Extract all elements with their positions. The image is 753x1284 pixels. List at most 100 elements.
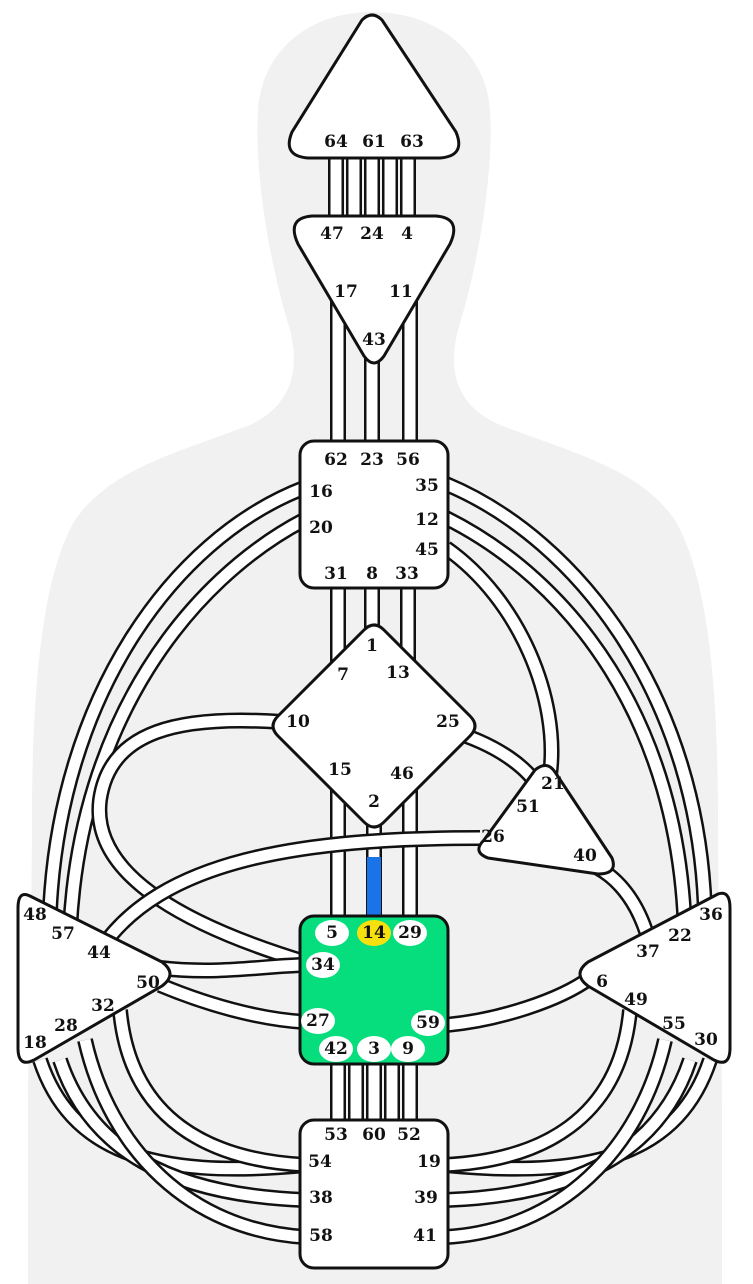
channel-35-36: [442, 476, 713, 916]
spleen-center: [16, 893, 172, 1064]
gate-label-39[interactable]: 39: [414, 1188, 438, 1208]
throat-center: [298, 439, 450, 590]
gate-label-18[interactable]: 18: [23, 1033, 47, 1053]
sacral-gate-bubble-27[interactable]: [301, 1008, 335, 1034]
gate-label-29[interactable]: 29: [398, 923, 422, 943]
gate-label-37[interactable]: 37: [636, 942, 660, 962]
gate-label-24[interactable]: 24: [360, 224, 384, 244]
gate-label-64[interactable]: 64: [324, 132, 348, 152]
gate-label-41[interactable]: 41: [413, 1226, 437, 1246]
gate-label-48[interactable]: 48: [23, 905, 47, 925]
gate-label-35[interactable]: 35: [415, 476, 439, 496]
gate-label-55[interactable]: 55: [662, 1014, 686, 1034]
sacral-center: [298, 914, 450, 1066]
sacral-gate-bubbles: [301, 920, 445, 1062]
gate-label-8[interactable]: 8: [366, 564, 378, 584]
sacral-gate-bubble-29[interactable]: [393, 920, 427, 946]
sacral-gate-bubble-14[interactable]: [357, 920, 391, 946]
solar-plexus-center: [578, 891, 732, 1064]
gate-label-52[interactable]: 52: [397, 1125, 421, 1145]
gate-label-61[interactable]: 61: [362, 132, 386, 152]
gate-label-63[interactable]: 63: [400, 132, 424, 152]
channel-59-6: [445, 971, 595, 1033]
channel-34-spleen: [159, 957, 306, 979]
gate-label-60[interactable]: 60: [362, 1125, 386, 1145]
gate-label-21[interactable]: 21: [541, 774, 565, 794]
gate-label-16[interactable]: 16: [309, 482, 333, 502]
channel-49-19: [445, 1038, 673, 1245]
gate-label-50[interactable]: 50: [136, 973, 160, 993]
ajna-center: [292, 214, 456, 365]
gate-label-26[interactable]: 26: [481, 827, 505, 847]
sacral-gate-bubble-34[interactable]: [306, 952, 340, 978]
gate-label-30[interactable]: 30: [694, 1030, 718, 1050]
gate-label-22[interactable]: 22: [668, 926, 692, 946]
gate-label-57[interactable]: 57: [51, 924, 75, 944]
channel-spleen-root-b: [112, 1009, 306, 1173]
channel-45-21: [441, 541, 560, 777]
gate-label-3[interactable]: 3: [368, 1039, 380, 1059]
gate-label-4[interactable]: 4: [401, 224, 413, 244]
gate-label-31[interactable]: 31: [324, 564, 348, 584]
sacral-gate-bubble-9[interactable]: [391, 1036, 425, 1062]
gate-label-36[interactable]: 36: [699, 905, 723, 925]
gate-label-10[interactable]: 10: [286, 712, 310, 732]
gate-label-28[interactable]: 28: [54, 1016, 78, 1036]
channel-12-22: [442, 510, 693, 936]
g-center: [271, 623, 477, 829]
gate-label-56[interactable]: 56: [396, 450, 420, 470]
gate-label-58[interactable]: 58: [309, 1226, 333, 1246]
gate-label-15[interactable]: 15: [328, 760, 352, 780]
gate-label-7[interactable]: 7: [337, 665, 349, 685]
gate-label-5[interactable]: 5: [326, 923, 338, 943]
root-center: [298, 1118, 450, 1270]
gate-label-45[interactable]: 45: [415, 540, 439, 560]
channel-16-48: [42, 480, 307, 911]
gate-label-11[interactable]: 11: [389, 282, 413, 302]
channel-50-27: [156, 977, 306, 1030]
gate-label-44[interactable]: 44: [87, 943, 111, 963]
gate-label-13[interactable]: 13: [386, 663, 410, 683]
sacral-gate-bubble-42[interactable]: [319, 1036, 353, 1062]
gate-label-38[interactable]: 38: [309, 1188, 333, 1208]
gate-label-19[interactable]: 19: [417, 1152, 441, 1172]
gate-label-43[interactable]: 43: [362, 330, 386, 350]
channel-20-57: [62, 512, 308, 931]
gate-label-23[interactable]: 23: [360, 450, 384, 470]
gate-label-62[interactable]: 62: [324, 450, 348, 470]
gate-label-12[interactable]: 12: [415, 510, 439, 530]
channel-32-54: [77, 1038, 306, 1245]
gate-label-49[interactable]: 49: [624, 990, 648, 1010]
gate-label-1[interactable]: 1: [366, 636, 378, 656]
gate-label-54[interactable]: 54: [308, 1152, 332, 1172]
gate-label-53[interactable]: 53: [324, 1125, 348, 1145]
gate-label-40[interactable]: 40: [573, 846, 597, 866]
sacral-gate-bubble-59[interactable]: [411, 1010, 445, 1036]
gate-label-32[interactable]: 32: [91, 996, 115, 1016]
gate-label-46[interactable]: 46: [390, 764, 414, 784]
gate-label-14[interactable]: 14: [362, 923, 386, 943]
sacral-gate-bubble-3[interactable]: [357, 1036, 391, 1062]
gate-label-2[interactable]: 2: [368, 792, 380, 812]
head-center: [287, 13, 461, 160]
gate-label-6[interactable]: 6: [596, 972, 608, 992]
gate-label-17[interactable]: 17: [334, 282, 358, 302]
gate-label-25[interactable]: 25: [436, 712, 460, 732]
gate-label-34[interactable]: 34: [311, 955, 335, 975]
gate-label-9[interactable]: 9: [402, 1039, 414, 1059]
gate-label-59[interactable]: 59: [416, 1013, 440, 1033]
channel-26-44: [93, 830, 481, 955]
gate-label-42[interactable]: 42: [324, 1039, 348, 1059]
sacral-gate-bubble-5[interactable]: [315, 920, 349, 946]
ego-center: [477, 764, 615, 876]
gate-label-20[interactable]: 20: [309, 518, 333, 538]
gate-label-33[interactable]: 33: [395, 564, 419, 584]
centers-layer: [16, 13, 732, 1270]
gate-label-27[interactable]: 27: [306, 1011, 330, 1031]
channel-solar-root-b: [445, 1009, 638, 1173]
gate-label-51[interactable]: 51: [516, 797, 540, 817]
gate-label-47[interactable]: 47: [320, 224, 344, 244]
